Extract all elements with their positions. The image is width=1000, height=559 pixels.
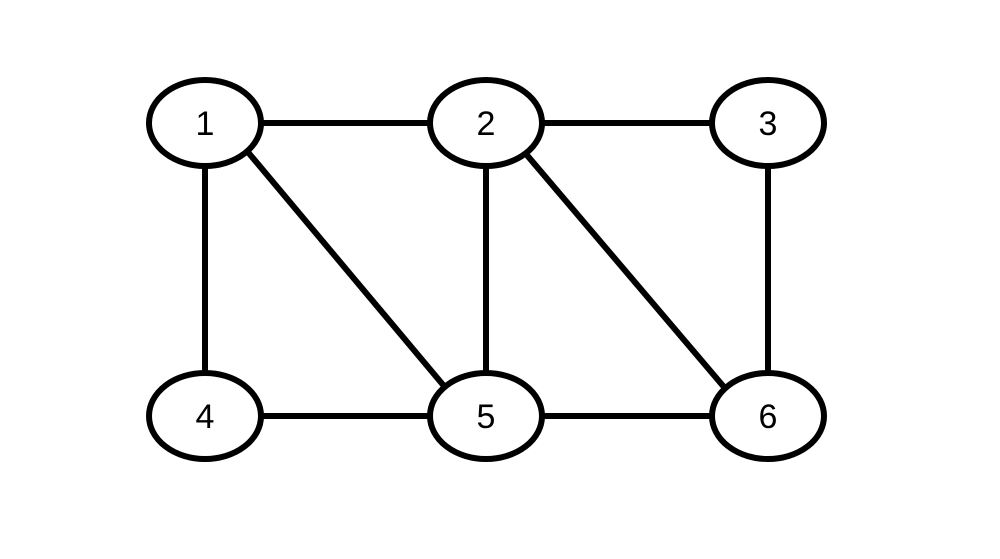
node-5-label: 5	[477, 398, 496, 436]
edges	[202, 120, 771, 419]
node-2-label: 2	[477, 105, 496, 143]
node-1-label: 1	[196, 105, 215, 143]
node-4-shape	[146, 370, 264, 462]
node-1: 1	[146, 77, 264, 169]
node-3-shape	[709, 77, 827, 169]
node-6-shape	[709, 370, 827, 462]
node-6-label: 6	[759, 398, 778, 436]
edge-1-5	[244, 149, 447, 388]
node-6: 6	[709, 370, 827, 462]
node-4: 4	[146, 370, 264, 462]
node-5: 5	[427, 370, 545, 462]
nodes: 1 2 3 4 5 6	[146, 77, 827, 462]
node-3: 3	[709, 77, 827, 169]
node-3-label: 3	[759, 105, 778, 143]
node-4-label: 4	[196, 398, 215, 436]
node-2: 2	[427, 77, 545, 169]
edge-2-6	[523, 152, 727, 389]
node-5-shape	[427, 370, 545, 462]
node-1-shape	[146, 77, 264, 169]
node-2-shape	[427, 77, 545, 169]
